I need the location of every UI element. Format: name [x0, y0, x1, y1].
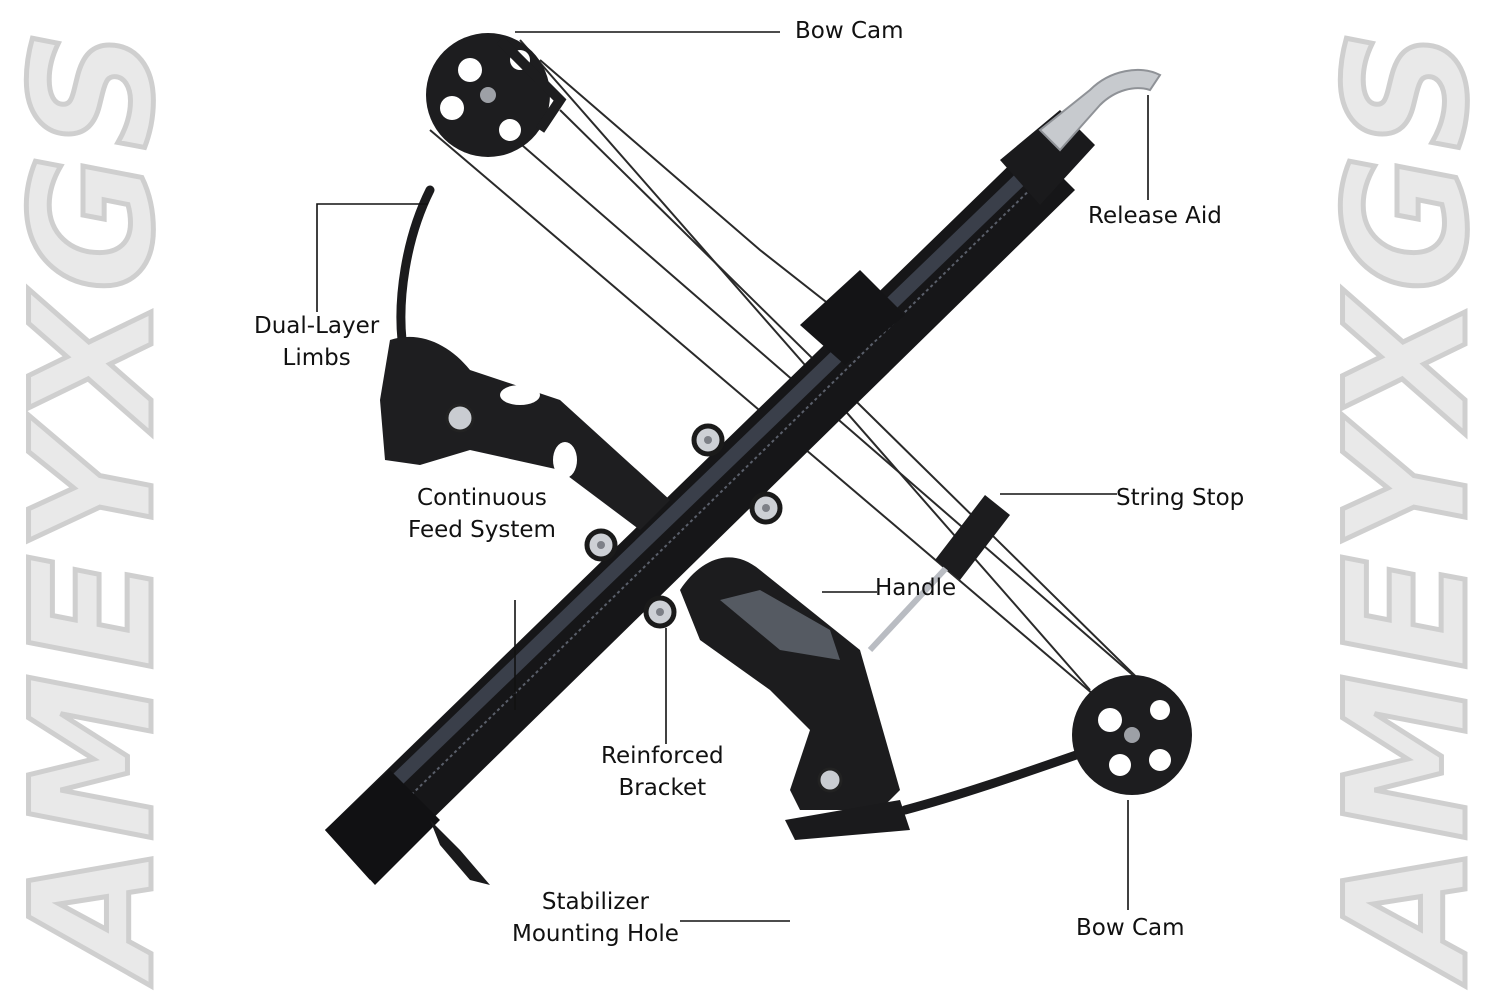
label-handle: Handle	[875, 575, 957, 601]
label-dual-layer-limbs-line2: Limbs	[282, 345, 351, 371]
string-stop	[867, 495, 1010, 653]
label-continuous-feed-line1: Continuous	[417, 485, 547, 511]
label-reinforced-bracket-line2: Bracket	[618, 775, 707, 801]
top-limb	[396, 185, 435, 345]
label-dual-layer-limbs: Dual-Layer Limbs	[254, 310, 379, 374]
label-reinforced-bracket-line1: Reinforced	[601, 743, 724, 769]
label-continuous-feed: Continuous Feed System	[408, 482, 556, 546]
label-continuous-feed-line2: Feed System	[408, 517, 556, 543]
label-stabilizer-line2: Mounting Hole	[512, 921, 679, 947]
label-dual-layer-limbs-line1: Dual-Layer	[254, 313, 380, 339]
roller-centers	[597, 436, 770, 616]
rail	[325, 110, 1095, 885]
label-stabilizer-mounting-hole: Stabilizer Mounting Hole	[512, 886, 679, 950]
leader-dual-layer-limbs	[316, 203, 428, 312]
label-string-stop: String Stop	[1116, 485, 1245, 511]
riser	[380, 336, 670, 530]
label-bow-cam-top: Bow Cam	[795, 18, 904, 44]
label-bow-cam-bottom: Bow Cam	[1076, 915, 1185, 941]
leader-lines	[316, 31, 1149, 922]
label-stabilizer-line1: Stabilizer	[541, 889, 650, 915]
bottom-bow-cam	[1072, 675, 1192, 795]
bow-strings	[429, 39, 1181, 721]
label-release-aid: Release Aid	[1088, 203, 1222, 229]
release-aid	[1038, 69, 1162, 152]
label-reinforced-bracket: Reinforced Bracket	[601, 740, 724, 804]
top-bow-cam	[426, 33, 567, 157]
handle-grip	[680, 557, 910, 840]
